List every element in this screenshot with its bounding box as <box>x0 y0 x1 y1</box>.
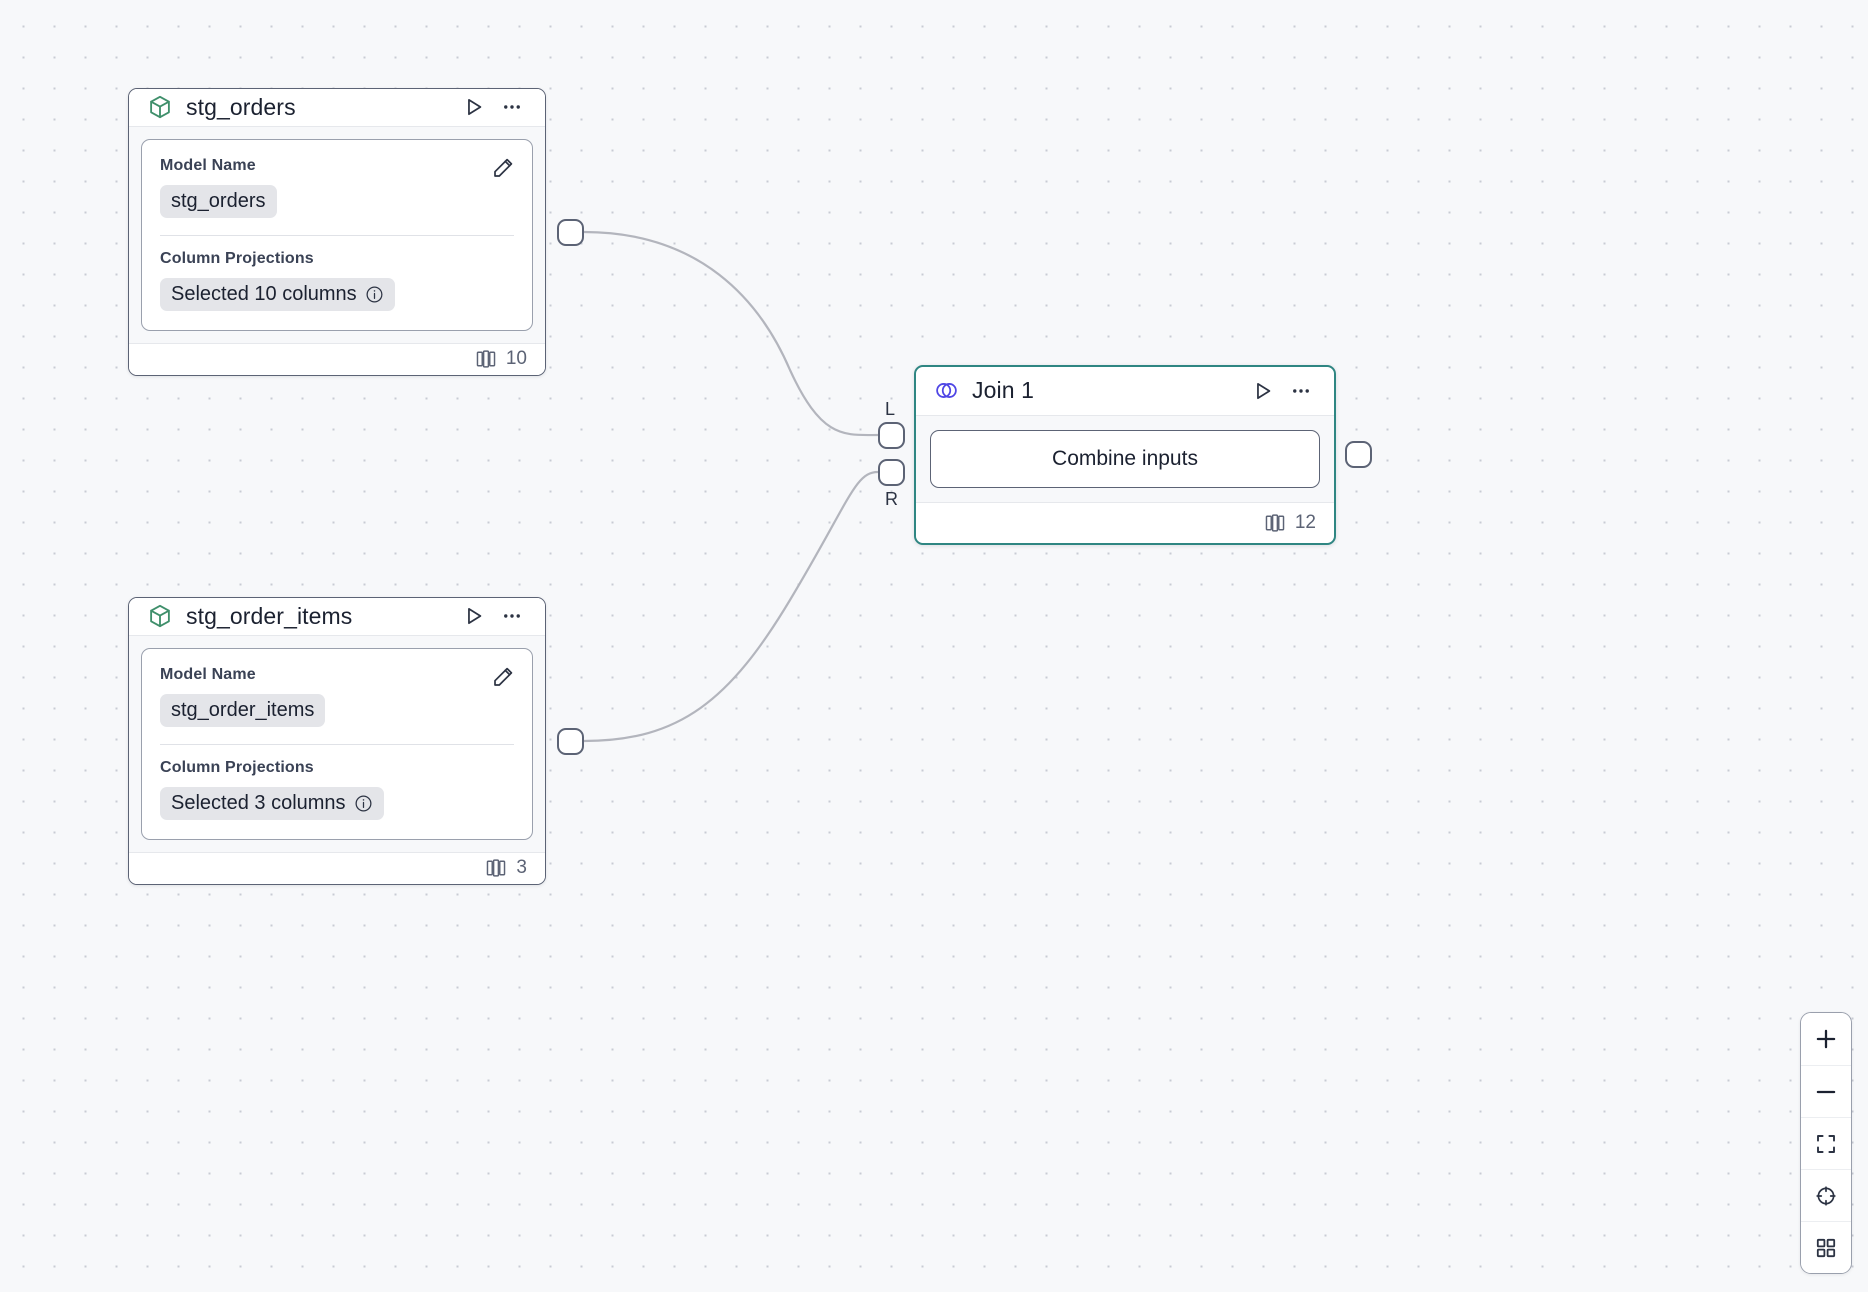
model-name-value[interactable]: stg_order_items <box>160 693 326 727</box>
zoom-out-button[interactable] <box>1801 1065 1851 1117</box>
column-projections-label: Column Projections <box>160 249 314 267</box>
toggle-grid-button[interactable] <box>1801 1221 1851 1273</box>
zoom-in-button[interactable] <box>1801 1013 1851 1065</box>
node-body: Model Name stg_orders Column Projections… <box>129 126 545 343</box>
node-footer: 3 <box>129 851 545 884</box>
node-title: Join 1 <box>972 377 1034 404</box>
edge-stg-order-items-to-join-right <box>583 470 879 743</box>
columns-icon <box>475 348 497 370</box>
column-count: 12 <box>1294 511 1316 533</box>
more-options-button[interactable] <box>497 92 527 122</box>
output-handle-stg-order-items[interactable] <box>557 728 584 755</box>
column-projections-value[interactable]: Selected 10 columns <box>160 277 395 311</box>
info-icon[interactable] <box>365 285 384 304</box>
model-name-value[interactable]: stg_orders <box>160 184 277 218</box>
node-header: Join 1 <box>916 367 1334 416</box>
run-button[interactable] <box>459 92 489 122</box>
more-options-button[interactable] <box>1286 376 1316 406</box>
column-count: 3 <box>516 857 527 879</box>
run-button[interactable] <box>1248 376 1278 406</box>
node-stg-order-items[interactable]: stg_order_items <box>128 597 546 885</box>
edit-pencil-icon[interactable] <box>488 153 518 183</box>
node-title: stg_orders <box>186 93 296 120</box>
column-projections-text: Selected 3 columns <box>171 791 346 814</box>
combine-inputs-button[interactable]: Combine inputs <box>930 429 1320 488</box>
column-projections-value[interactable]: Selected 3 columns <box>160 786 384 820</box>
cube-icon <box>147 94 173 120</box>
column-projections-label: Column Projections <box>160 758 314 776</box>
run-button[interactable] <box>459 601 489 631</box>
column-count: 10 <box>505 348 527 370</box>
field-divider <box>160 743 514 745</box>
columns-icon <box>485 857 507 879</box>
node-join-1[interactable]: Join 1 Combine inputs <box>914 365 1336 545</box>
venn-diagram-icon <box>934 378 959 403</box>
output-handle-join-1[interactable] <box>1345 441 1372 468</box>
node-header: stg_orders <box>129 89 545 127</box>
more-options-button[interactable] <box>497 601 527 631</box>
node-body: Combine inputs <box>916 415 1334 502</box>
model-name-label: Model Name <box>160 665 256 683</box>
node-body: Model Name stg_order_items Column Projec… <box>129 635 545 852</box>
model-config-card: Model Name stg_orders Column Projections… <box>141 138 533 331</box>
port-label-left: L <box>885 399 896 419</box>
input-handle-right[interactable] <box>878 459 905 486</box>
zoom-control-panel[interactable] <box>1800 1012 1852 1274</box>
node-header: stg_order_items <box>129 598 545 636</box>
input-handle-left[interactable] <box>878 422 905 449</box>
columns-icon <box>1264 512 1286 534</box>
output-handle-stg-orders[interactable] <box>557 219 584 246</box>
node-title: stg_order_items <box>186 602 353 629</box>
edit-pencil-icon[interactable] <box>488 662 518 692</box>
cube-icon <box>147 603 173 629</box>
column-projections-text: Selected 10 columns <box>171 282 357 305</box>
model-name-label: Model Name <box>160 156 256 174</box>
center-crosshair-button[interactable] <box>1801 1169 1851 1221</box>
edge-stg-orders-to-join-left <box>583 230 879 437</box>
fit-view-button[interactable] <box>1801 1117 1851 1169</box>
port-label-right: R <box>885 489 898 509</box>
node-stg-orders[interactable]: stg_orders <box>128 88 546 376</box>
info-icon[interactable] <box>354 794 373 813</box>
model-config-card: Model Name stg_order_items Column Projec… <box>141 647 533 840</box>
node-footer: 12 <box>916 501 1334 543</box>
node-footer: 10 <box>129 342 545 375</box>
field-divider <box>160 234 514 236</box>
